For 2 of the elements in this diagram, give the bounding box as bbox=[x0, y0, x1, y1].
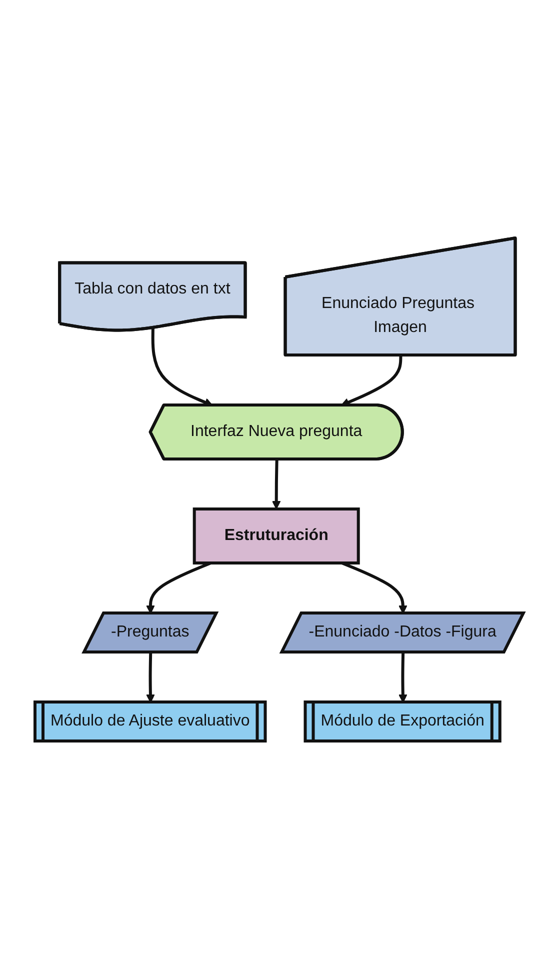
arrow bbox=[272, 459, 281, 510]
node-box: Estruturación bbox=[192, 508, 360, 564]
